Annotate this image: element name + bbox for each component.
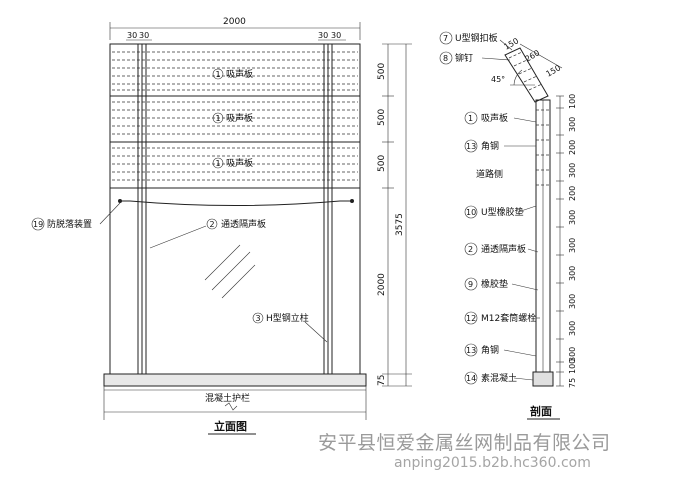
elevation-vertical-dims: 500 500 500 2000 75 3575: [377, 43, 412, 387]
svg-text:吸声板: 吸声板: [226, 68, 253, 80]
callout-8: 8 铆钉: [439, 51, 511, 65]
svg-text:500: 500: [377, 155, 387, 172]
section-view: 45° 150 260 150: [439, 31, 577, 420]
svg-text:M12套筒螺栓: M12套筒螺栓: [481, 312, 536, 324]
callout-13a: 13 角钢: [464, 139, 536, 153]
svg-text:2: 2: [210, 220, 215, 229]
elevation-view: 2000 30 30 30 30: [31, 17, 412, 435]
svg-text:3575: 3575: [395, 213, 405, 236]
angle-mark: 45°: [491, 75, 505, 84]
svg-text:13: 13: [466, 346, 476, 355]
callout-12: 12 M12套筒螺栓: [464, 311, 540, 325]
anti-fall-anchor-right: [350, 199, 354, 203]
svg-text:H型钢立柱: H型钢立柱: [266, 312, 309, 324]
section-dim-values: 100 300 200 300 200 300 300 300 300 300 …: [568, 94, 577, 388]
svg-text:防脱落装置: 防脱落装置: [47, 218, 92, 230]
svg-text:2000: 2000: [377, 273, 387, 296]
svg-text:角钢: 角钢: [481, 140, 499, 152]
svg-text:300: 300: [568, 294, 577, 309]
absorb-label-2: 1 吸声板: [212, 112, 253, 124]
anti-fall-label: 19 防脱落装置: [31, 202, 121, 231]
svg-text:10: 10: [466, 208, 476, 217]
watermark-site: anping2015.b2b.hc360.com: [394, 455, 591, 471]
section-title: 剖面: [530, 404, 552, 418]
post-dim-3: 30: [318, 31, 328, 40]
svg-text:8: 8: [443, 54, 448, 63]
svg-text:橡胶垫: 橡胶垫: [481, 278, 508, 290]
svg-text:14: 14: [466, 374, 476, 383]
svg-text:300: 300: [568, 210, 577, 225]
svg-text:吸声板: 吸声板: [226, 112, 253, 124]
svg-text:U型橡胶垫: U型橡胶垫: [481, 206, 524, 218]
callout-10: 10 U型橡胶垫: [464, 205, 537, 219]
svg-text:300: 300: [568, 321, 577, 336]
base-label: 混凝土护栏: [205, 392, 250, 404]
svg-text:100: 100: [568, 94, 577, 109]
svg-text:200: 200: [568, 140, 577, 155]
svg-text:道路侧: 道路侧: [476, 168, 503, 180]
elevation-frame: [109, 43, 361, 375]
absorb-label-3: 1 吸声板: [212, 157, 253, 169]
svg-text:300: 300: [568, 163, 577, 178]
post-dim-4: 30: [331, 31, 341, 40]
svg-text:13: 13: [466, 142, 476, 151]
svg-text:通透隔声板: 通透隔声板: [221, 218, 266, 230]
svg-text:U型钢扣板: U型钢扣板: [455, 32, 498, 44]
svg-text:300: 300: [568, 266, 577, 281]
svg-text:500: 500: [377, 109, 387, 126]
svg-text:300: 300: [568, 238, 577, 253]
callout-9: 9 橡胶垫: [464, 277, 539, 291]
svg-text:9: 9: [468, 280, 473, 289]
svg-text:75: 75: [568, 378, 577, 388]
absorb-label-1: 1 吸声板: [212, 68, 253, 80]
callout-7: 7 U型钢扣板: [439, 31, 513, 51]
post-dim-1: 30: [127, 31, 137, 40]
svg-text:2: 2: [468, 245, 473, 254]
svg-text:150: 150: [545, 63, 563, 78]
svg-text:1: 1: [216, 70, 221, 79]
svg-text:角钢: 角钢: [481, 344, 499, 356]
svg-text:1: 1: [216, 159, 221, 168]
svg-text:100: 100: [568, 359, 577, 374]
callout-13b: 13 角钢: [464, 343, 537, 357]
svg-text:260: 260: [524, 48, 542, 63]
svg-text:300: 300: [568, 347, 577, 362]
width-dimension: 2000: [223, 17, 246, 27]
post-label: 3 H型钢立柱: [252, 312, 328, 343]
svg-text:75: 75: [377, 375, 387, 386]
watermark-company: 安平县恒爱金属丝网制品有限公司: [318, 432, 611, 454]
callout-1: 1 吸声板: [464, 111, 537, 125]
svg-text:7: 7: [443, 34, 448, 43]
svg-text:19: 19: [33, 220, 43, 229]
svg-text:12: 12: [466, 314, 476, 323]
elevation-title: 立面图: [214, 419, 247, 433]
svg-text:铆钉: 铆钉: [455, 52, 473, 64]
svg-text:1: 1: [468, 114, 473, 123]
h-steel-posts: [137, 44, 333, 374]
callout-14: 14 素混凝土: [464, 371, 534, 385]
section-footing: [532, 371, 554, 387]
post-dim-2: 30: [139, 31, 149, 40]
svg-text:素混凝土: 素混凝土: [481, 372, 517, 384]
inclined-cap: [504, 47, 549, 103]
callout-road-side: 道路侧: [476, 168, 503, 180]
section-dimension-ladder: [556, 95, 564, 387]
transparent-panel-label: 2 通透隔声板: [149, 218, 266, 249]
svg-text:200: 200: [568, 186, 577, 201]
svg-text:吸声板: 吸声板: [481, 112, 508, 124]
svg-text:吸声板: 吸声板: [226, 157, 253, 169]
svg-text:500: 500: [377, 63, 387, 80]
anti-fall-anchor-left: [118, 199, 122, 203]
absorbing-panels: [110, 51, 360, 189]
svg-text:1: 1: [216, 114, 221, 123]
anti-fall-cable: [120, 200, 352, 206]
callout-2: 2 通透隔声板: [464, 242, 539, 256]
concrete-barrier: [103, 373, 367, 387]
svg-text:3: 3: [256, 314, 261, 323]
svg-text:通透隔声板: 通透隔声板: [481, 243, 526, 255]
svg-text:300: 300: [568, 117, 577, 132]
